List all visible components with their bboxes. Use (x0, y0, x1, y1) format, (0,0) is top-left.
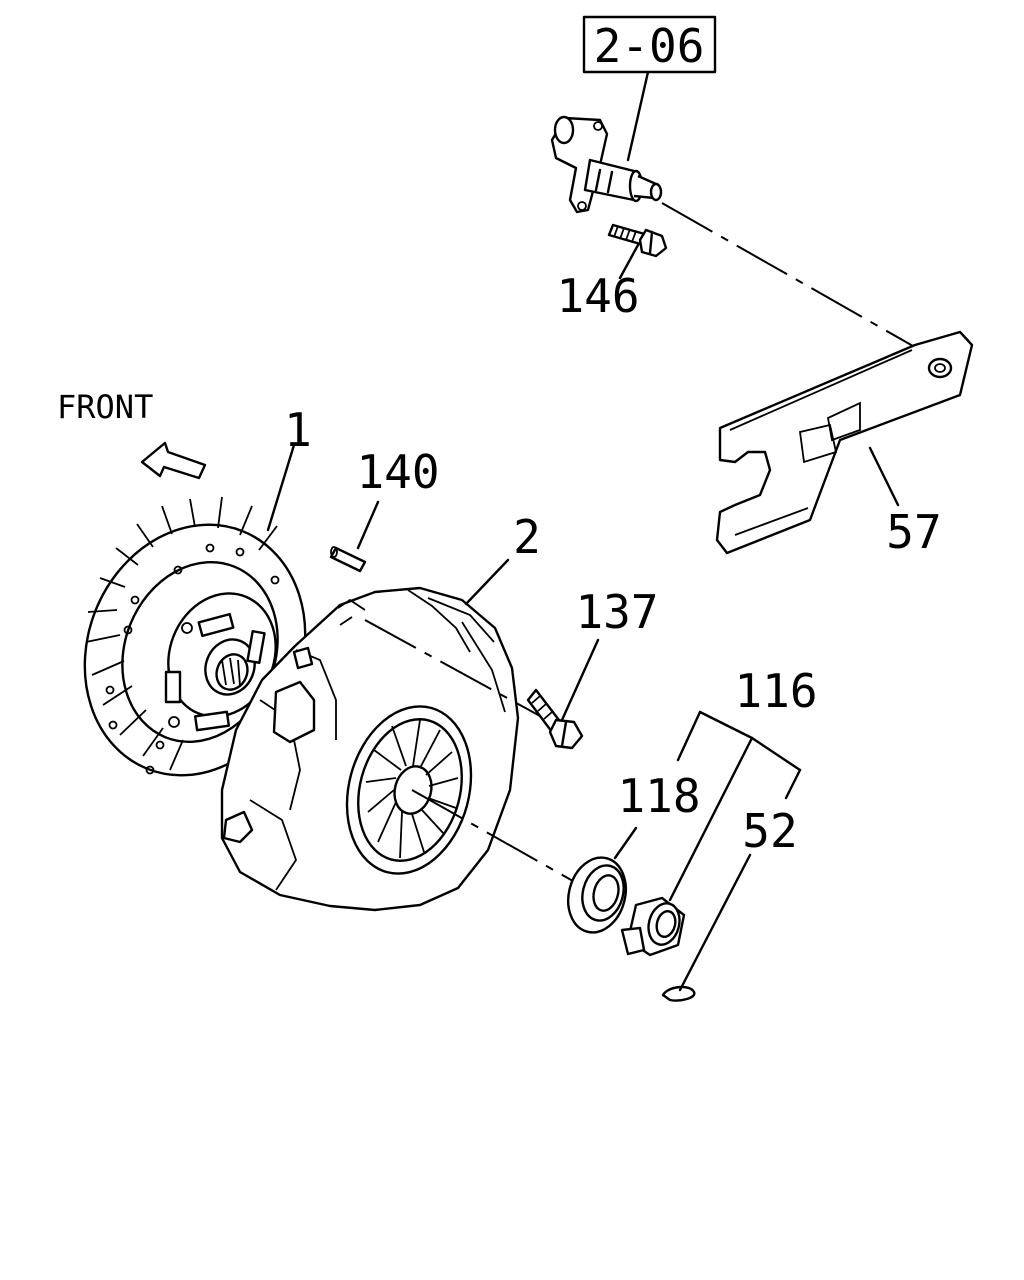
bolt-137 (526, 688, 584, 750)
callout-2[interactable]: 2 (513, 510, 541, 564)
pressure-plate (220, 586, 520, 912)
front-label: FRONT (57, 388, 153, 426)
callout-52[interactable]: 52 (742, 804, 797, 858)
centerline-plate-bearing (364, 619, 541, 717)
callout-1[interactable]: 1 (284, 403, 312, 457)
leader-1 (266, 443, 296, 532)
reference-box[interactable]: 2-06 (582, 15, 717, 74)
callout-137[interactable]: 137 (575, 585, 658, 639)
leader-140 (356, 500, 380, 550)
leader-118 (613, 826, 638, 860)
front-arrow-icon (140, 441, 207, 480)
leader-52 (678, 853, 752, 992)
release-bearing-116 (620, 896, 686, 957)
callout-140[interactable]: 140 (356, 445, 439, 499)
leader-57 (868, 446, 900, 507)
leader-137 (560, 638, 600, 722)
clutch-slave-cylinder (550, 115, 663, 214)
seal-ring-118 (567, 856, 627, 934)
release-fork (715, 330, 974, 555)
leader-146 (618, 243, 640, 280)
clip-52 (661, 985, 696, 1002)
callout-146[interactable]: 146 (556, 269, 639, 323)
leader-ref-box (626, 70, 650, 162)
leader-2 (464, 558, 510, 606)
dowel-pin-140 (329, 546, 367, 573)
callout-57[interactable]: 57 (886, 505, 941, 559)
centerline-plate-release (411, 789, 581, 886)
callout-116[interactable]: 116 (734, 664, 817, 718)
centerline-cylinder-fork (661, 202, 921, 351)
reference-box-label: 2-06 (594, 19, 705, 73)
callout-118[interactable]: 118 (617, 769, 700, 823)
bracket-116 (668, 710, 802, 902)
bolt-146 (607, 223, 668, 258)
